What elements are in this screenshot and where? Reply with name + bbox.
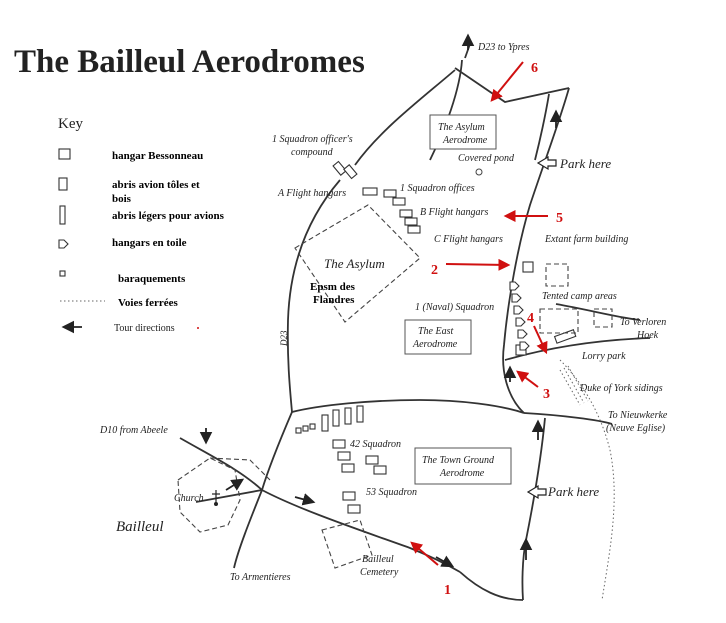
label-east-aero-1: The East bbox=[418, 326, 454, 337]
label-nieuwkerke-2: (Neuve Eglise) bbox=[606, 423, 666, 434]
town-aerodrome-box bbox=[414, 447, 512, 485]
key-label-tour: Tour directions bbox=[114, 323, 175, 334]
map-key: Key hangar Bessonneau abris avion tôles … bbox=[58, 116, 225, 334]
tent-icon bbox=[58, 239, 69, 249]
tour-marker-2: 2 bbox=[431, 263, 438, 278]
tall-rect-icon bbox=[58, 177, 68, 191]
tour-arrows bbox=[199, 33, 563, 568]
label-b-flight: B Flight hangars bbox=[420, 207, 488, 218]
tour-marker-3: 3 bbox=[543, 387, 550, 402]
square-icon bbox=[58, 148, 71, 160]
label-cemetery-2: Cemetery bbox=[360, 567, 399, 578]
label-farm: Extant farm building bbox=[544, 234, 628, 245]
key-label-toile: hangars en toile bbox=[112, 237, 187, 249]
label-c-flight: C Flight hangars bbox=[434, 234, 503, 245]
label-park-here-bottom: Park here bbox=[547, 484, 599, 499]
label-asylum-aero-2: Aerodrome bbox=[442, 135, 488, 146]
label-epsm-1: Epsm des bbox=[310, 281, 356, 293]
label-town-aero-1: The Town Ground bbox=[422, 455, 495, 466]
label-sq1-offices: 1 Squadron offices bbox=[400, 183, 475, 194]
label-sq53: 53 Squadron bbox=[366, 487, 417, 498]
pond-icon bbox=[475, 168, 483, 176]
label-officers-1: 1 Squadron officer's bbox=[272, 134, 353, 145]
key-label-baraquements: baraquements bbox=[118, 273, 186, 285]
map-labels: D23 to Ypres The Asylum Aerodrome Covere… bbox=[99, 42, 668, 583]
label-tented: Tented camp areas bbox=[542, 291, 617, 302]
red-dot-icon bbox=[197, 327, 199, 329]
label-duke: Duke of York sidings bbox=[579, 383, 663, 394]
label-d23: D23 bbox=[279, 330, 289, 347]
label-town-aero-2: Aerodrome bbox=[439, 468, 485, 479]
label-naval: 1 (Naval) Squadron bbox=[415, 302, 494, 313]
label-cemetery-1: Bailleul bbox=[362, 554, 394, 565]
label-east-aero-2: Aerodrome bbox=[412, 339, 458, 350]
tour-marker-4: 4 bbox=[527, 311, 534, 326]
label-asylum-aero-1: The Asylum bbox=[438, 122, 485, 133]
label-d10: D10 from Abeele bbox=[99, 425, 168, 436]
key-heading: Key bbox=[58, 116, 83, 132]
key-label-voies: Voies ferrées bbox=[118, 297, 178, 309]
label-asylum: The Asylum bbox=[324, 256, 385, 271]
label-a-flight: A Flight hangars bbox=[277, 188, 346, 199]
key-label-abris-legers: abris légers pour avions bbox=[112, 210, 225, 222]
narrow-rect-icon bbox=[59, 205, 66, 225]
asylum-aerodrome-box bbox=[429, 114, 497, 150]
label-sq42: 42 Squadron bbox=[350, 439, 401, 450]
tour-marker-5: 5 bbox=[556, 211, 563, 226]
church-icon bbox=[212, 490, 220, 506]
bailleul-town-outline-2 bbox=[209, 457, 271, 481]
red-tour-arrows bbox=[410, 61, 548, 566]
tented-camp-areas bbox=[539, 263, 613, 334]
page-title: The Bailleul Aerodromes bbox=[14, 44, 365, 80]
railway-line bbox=[559, 359, 615, 601]
label-park-here-top: Park here bbox=[559, 156, 611, 171]
tents bbox=[509, 281, 530, 351]
east-aerodrome-box bbox=[404, 319, 472, 355]
label-lorry: Lorry park bbox=[581, 351, 626, 362]
label-bailleul: Bailleul bbox=[116, 519, 164, 535]
label-officers-2: compound bbox=[291, 147, 334, 158]
park-here-arrow-top bbox=[536, 155, 557, 171]
small-square-icon bbox=[59, 270, 66, 277]
park-here-arrow-bottom bbox=[526, 484, 547, 500]
cemetery-outline bbox=[321, 519, 373, 569]
key-label-abris-2: bois bbox=[112, 193, 132, 205]
label-covered-pond: Covered pond bbox=[458, 153, 515, 164]
label-church: Church bbox=[174, 493, 204, 504]
label-nieuwkerke-1: To Nieuwkerke bbox=[608, 410, 668, 421]
duke-of-york-sidings bbox=[559, 365, 589, 406]
label-verloren-2: Hoek bbox=[636, 330, 659, 341]
key-label-abris: abris avion tôles et bbox=[112, 179, 200, 191]
hangars bbox=[295, 160, 577, 514]
tour-marker-6: 6 bbox=[531, 61, 538, 76]
tour-marker-1: 1 bbox=[444, 583, 451, 598]
label-epsm-2: Flandres bbox=[313, 294, 355, 306]
asylum-grounds bbox=[294, 204, 421, 323]
key-label-bessonneau: hangar Bessonneau bbox=[112, 150, 203, 162]
label-armentieres: To Armentieres bbox=[230, 572, 291, 583]
label-d23-ypres: D23 to Ypres bbox=[477, 42, 530, 53]
label-verloren-1: To Verloren bbox=[620, 317, 666, 328]
bailleul-town-outline bbox=[177, 457, 241, 533]
